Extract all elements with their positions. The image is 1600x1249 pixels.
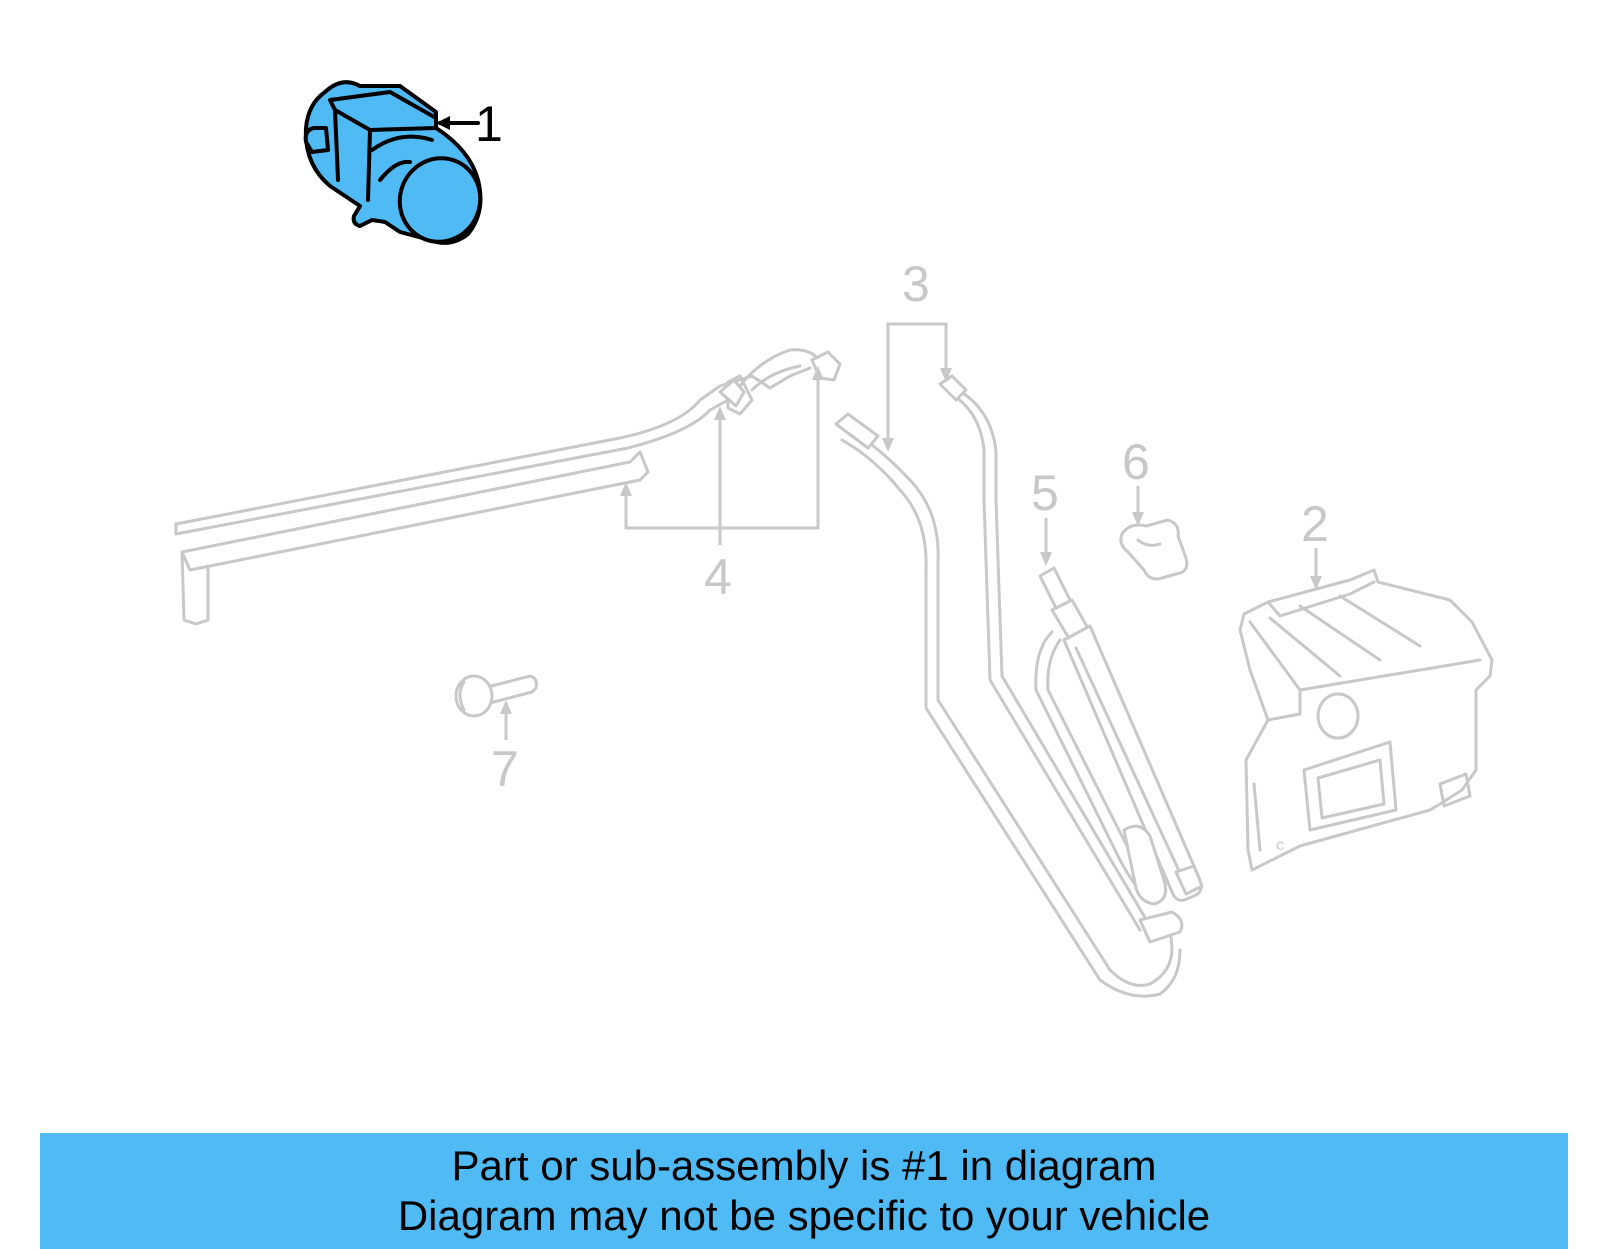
svg-text:c: c [1276, 837, 1284, 854]
callout-2: 2 [1301, 496, 1329, 552]
parts-diagram: 1 4 3 [174, 80, 1494, 998]
part-7-bolt[interactable] [454, 674, 538, 718]
part-4-moulding[interactable] [174, 348, 842, 626]
callout-4: 4 [704, 549, 732, 605]
callout-5: 5 [1031, 465, 1059, 521]
callout-1: 1 [475, 96, 503, 152]
footer-line-2: Diagram may not be specific to your vehi… [397, 1192, 1211, 1239]
footer-line-1: Part or sub-assembly is #1 in diagram [451, 1142, 1157, 1189]
callout-6: 6 [1122, 434, 1150, 490]
callout-3: 3 [902, 256, 930, 312]
part-5-nozzle-rod[interactable] [1034, 566, 1204, 944]
callout-7: 7 [491, 741, 519, 797]
part-2-reservoir[interactable]: c [1238, 568, 1494, 872]
part-1-switch[interactable] [303, 80, 492, 253]
part-6-clip[interactable] [1119, 518, 1189, 581]
part-3-hoses[interactable] [834, 374, 1182, 998]
footer-banner: Part or sub-assembly is #1 in diagram Di… [40, 1133, 1568, 1249]
